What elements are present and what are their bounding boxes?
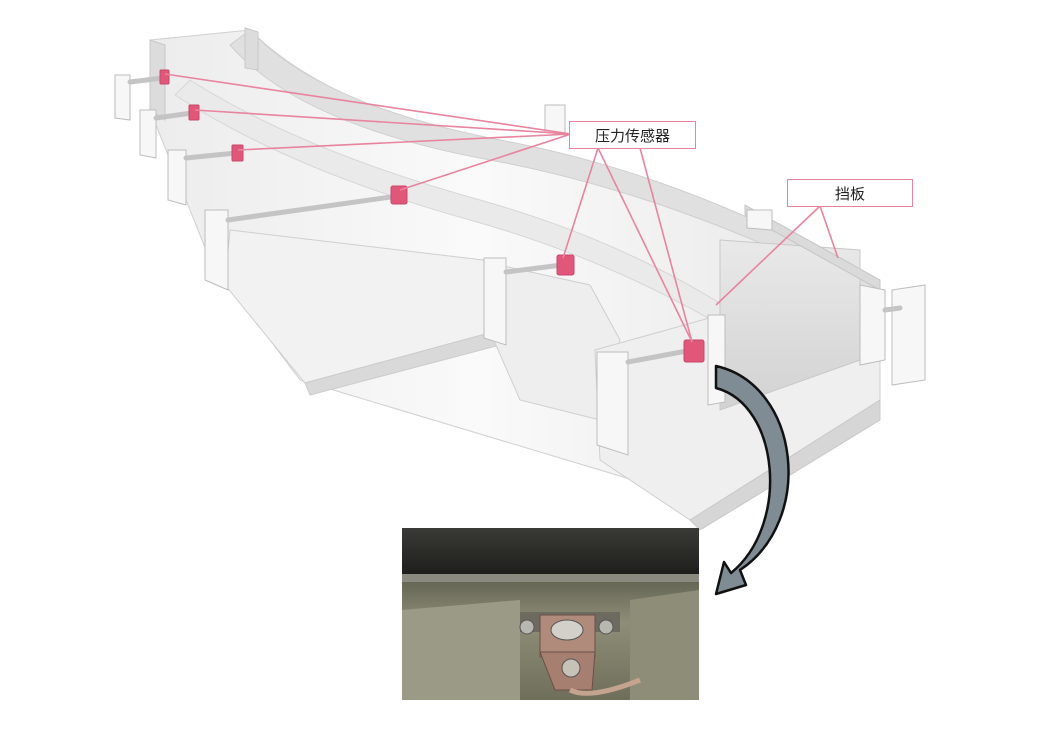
- rod-2: [153, 110, 195, 121]
- leader-baffle-2: [819, 205, 839, 259]
- photo-sensor-disk: [550, 619, 584, 641]
- bracket-9: [746, 209, 773, 231]
- sensor-2: [188, 104, 200, 121]
- photo-plate-right: [630, 590, 699, 700]
- bracket-4: [204, 209, 229, 291]
- sensor-3: [231, 144, 244, 162]
- photo-top-rail: [402, 528, 699, 578]
- bracket-10: [859, 284, 886, 366]
- leader-sensor-5: [562, 147, 599, 259]
- track-body: [149, 27, 881, 531]
- photo-bolt-left: [519, 619, 535, 635]
- rod-6: [625, 347, 695, 365]
- rod-1: [127, 75, 166, 85]
- leader-sensor-7: [639, 147, 693, 343]
- bracket-6: [596, 351, 629, 456]
- leader-sensor-1: [164, 73, 572, 135]
- rod-3: [183, 150, 239, 161]
- sensor-4: [390, 185, 408, 205]
- leader-sensor-3: [237, 133, 572, 151]
- sensor-1: [159, 69, 170, 85]
- left-wall-back-2: [244, 27, 259, 71]
- photo-cable: [568, 677, 641, 696]
- leader-baffle-1: [715, 205, 821, 306]
- bracket-3: [167, 149, 187, 206]
- sensor-5: [556, 254, 575, 276]
- photo-rail-lip: [402, 574, 699, 582]
- photo-nut: [561, 658, 581, 678]
- photo-plate-left: [402, 600, 520, 700]
- bracket-2: [139, 109, 157, 159]
- bracket-5: [483, 257, 507, 346]
- sensor-6: [683, 339, 705, 363]
- rod-4: [225, 193, 401, 223]
- rod-7: [882, 305, 903, 313]
- pressure-sensor-label: 压力传感器: [569, 121, 696, 149]
- sensor-mount-photo: [402, 528, 699, 700]
- pressure-sensors: [159, 69, 705, 363]
- rod-5: [503, 262, 565, 275]
- leader-sensor-4: [399, 133, 572, 191]
- bracket-11: [891, 284, 926, 386]
- sensor-rods: [127, 75, 903, 365]
- photo-bolt-right: [598, 619, 614, 635]
- baffle-label: 挡板: [787, 179, 913, 207]
- curved-arrow: [714, 364, 790, 596]
- leader-sensor-6: [597, 147, 693, 343]
- bracket-1: [114, 74, 131, 121]
- leader-lines: [164, 73, 839, 343]
- arrow-body: [714, 364, 790, 596]
- bracket-7: [707, 314, 726, 406]
- leader-sensor-2: [194, 109, 572, 135]
